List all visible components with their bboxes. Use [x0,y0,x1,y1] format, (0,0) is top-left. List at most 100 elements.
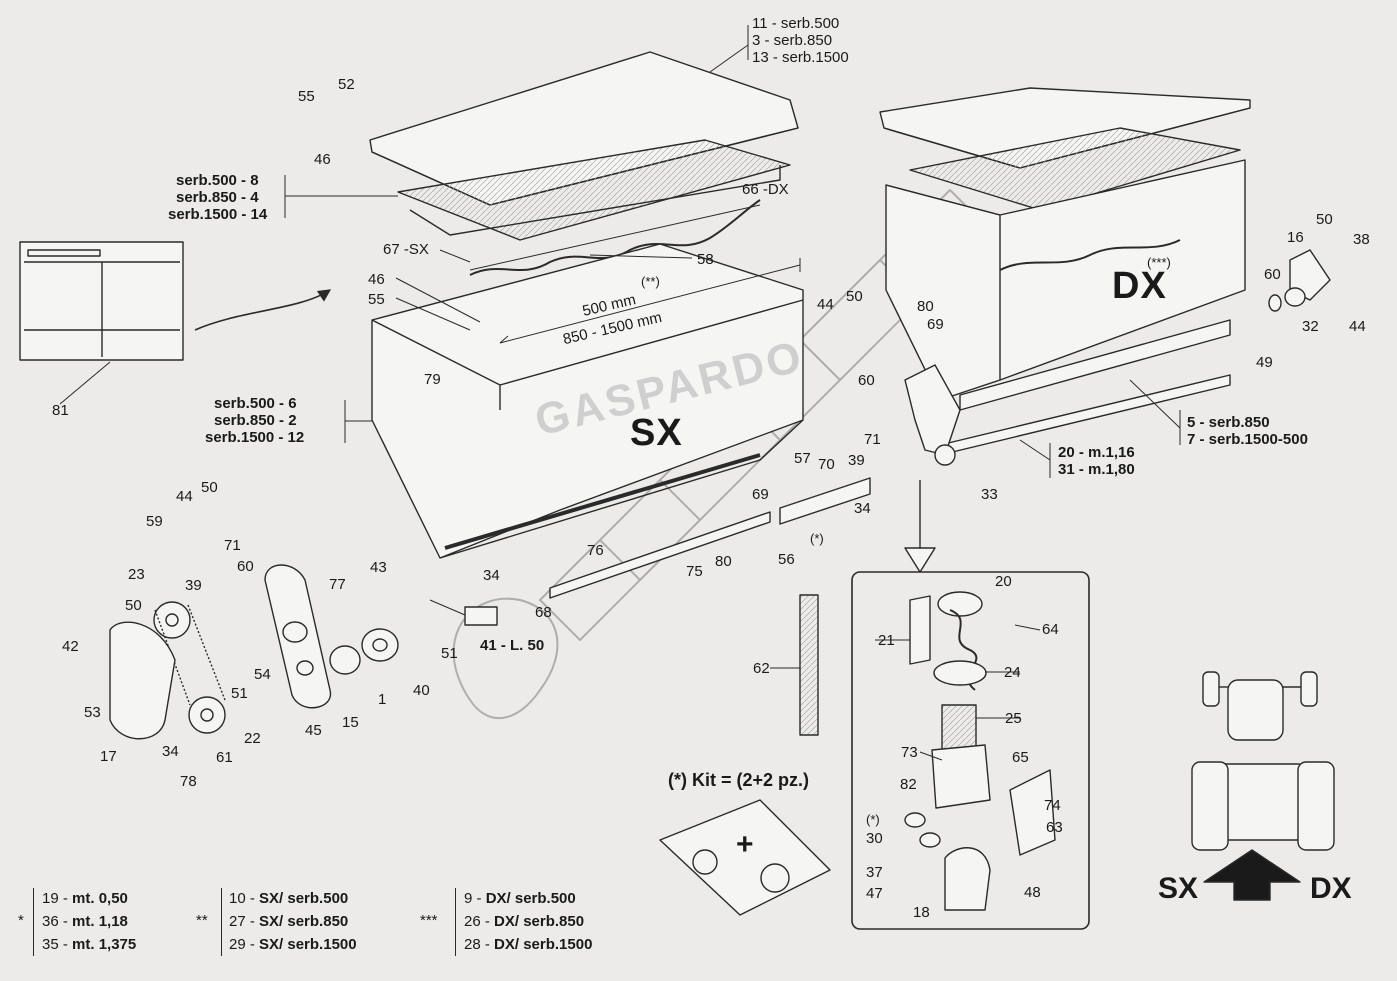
triple-star-mark: (***) [1147,255,1171,270]
shaft-callout-1: 20 - m.1,16 [1058,444,1135,461]
part-number: 15 [342,714,359,731]
part-number: 70 [818,456,835,473]
left-auger [469,199,761,276]
lid-callout-2: 3 - serb.850 [752,32,833,49]
lid-callout-3: 13 - serb.1500 [752,49,849,66]
legend-divider-1 [33,888,34,956]
part-number: 64 [1042,621,1059,638]
part-number: 20 [995,573,1012,590]
part-number: 57 [794,450,811,467]
part-number: 63 [1046,819,1063,836]
part-number: 53 [84,704,101,721]
part-number: 60 [237,558,254,575]
part-number: 77 [329,576,346,593]
part-number: 71 [224,537,241,554]
part-number: 56 [778,551,795,568]
part-number: 69 [927,316,944,333]
part-number: 32 [1302,318,1319,335]
part-number: 24 [1004,664,1021,681]
kit-plus-sign: + [736,828,754,861]
part-number: 25 [1005,710,1022,727]
part-number: 60 [1264,266,1281,283]
part-number: 65 [1012,749,1029,766]
part-number: 47 [866,885,883,902]
auger-sx-label: 67 -SX [383,241,429,258]
sx-hopper-label: SX [630,412,683,454]
legend-divider-3 [455,888,456,956]
double-star-mark: (**) [641,274,660,289]
single-star-mark-b: (*) [866,812,880,827]
part-number: 46 [368,271,385,288]
legend-divider-2 [221,888,222,956]
part-number: 52 [338,76,355,93]
bar-callout-2: 7 - serb.1500-500 [1187,431,1308,448]
part-number: 68 [535,604,552,621]
screen-callout-3: serb.1500 - 14 [168,206,268,223]
part-number: 55 [298,88,315,105]
legend-item: 9 - DX/ serb.500 [464,890,576,907]
kit-bag [659,799,831,916]
legend-item: 27 - SX/ serb.850 [229,913,349,930]
part-number: 74 [1044,797,1061,814]
part-number: 58 [697,251,714,268]
part-number: 22 [244,730,261,747]
part-number: 73 [901,744,918,761]
spring-tube [799,594,819,736]
screen-callout-1: serb.500 - 8 [176,172,259,189]
part-number: 45 [305,722,322,739]
part-number: 61 [216,749,233,766]
part-number: 42 [62,638,79,655]
part-number: 46 [314,151,331,168]
part-number: 55 [368,291,385,308]
left-hopper [371,243,804,559]
lid-callout-1: 11 - serb.500 [752,15,840,32]
legend-item: 19 - mt. 0,50 [42,890,128,907]
part-number: 44 [1349,318,1366,335]
part-number: 62 [753,660,770,677]
tractor-icon [1191,671,1335,851]
hopper-callout-2: serb.850 - 2 [214,412,297,429]
part-number: 21 [878,632,895,649]
part-number: 78 [180,773,197,790]
part-number: 39 [848,452,865,469]
chain-cover [109,621,176,740]
right-screen [909,127,1241,211]
part-number: 38 [1353,231,1370,248]
legend-marker-1: * [18,912,24,929]
legend-item: 35 - mt. 1,375 [42,936,137,953]
legend-item: 29 - SX/ serb.1500 [229,936,357,953]
part-number: 80 [715,553,732,570]
part-number: 37 [866,864,883,881]
hopper-callout-3: serb.1500 - 12 [205,429,305,446]
part-number: 50 [846,288,863,305]
orientation-left: SX [1158,872,1199,905]
part-number: 51 [231,685,248,702]
part-number: 50 [125,597,142,614]
legend-marker-3: *** [420,912,438,929]
legend-marker-2: ** [196,912,208,929]
right-bracket [1289,249,1331,301]
part-number: 17 [100,748,117,765]
legend-item: 26 - DX/ serb.850 [464,913,585,930]
part-number: 34 [854,500,871,517]
dx-hopper-label: DX [1112,265,1167,307]
part-number: 44 [817,296,834,313]
legend-item: 10 - SX/ serb.500 [229,890,349,907]
part-number: 69 [752,486,769,503]
part-number: 44 [176,488,193,505]
part-number: 34 [162,743,179,760]
screen-callout-2: serb.850 - 4 [176,189,259,206]
shaft-callout-2: 31 - m.1,80 [1058,461,1135,478]
part-41-label: 41 - L. 50 [480,637,545,654]
part-number: 30 [866,830,883,847]
single-star-mark-a: (*) [810,531,824,546]
bar-callout-1: 5 - serb.850 [1187,414,1270,431]
part-number: 80 [917,298,934,315]
part-number: 71 [864,431,881,448]
part-number: 75 [686,563,703,580]
part-number: 50 [201,479,218,496]
part-number: 1 [378,691,387,708]
part-number: 23 [128,566,145,583]
part-number: 59 [146,513,163,530]
